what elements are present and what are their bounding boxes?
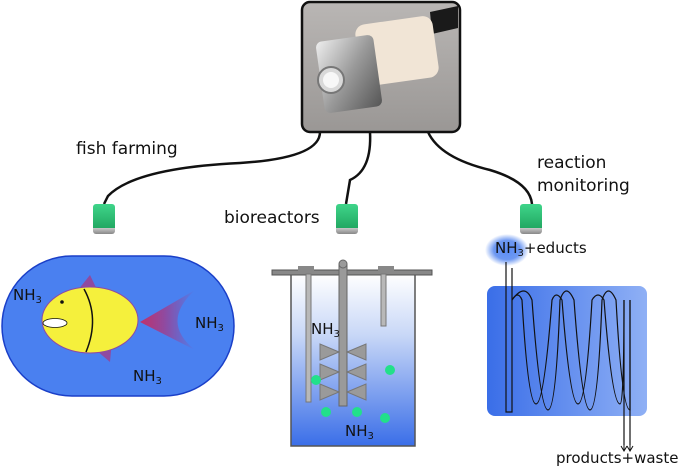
bioreactor-vessel (271, 259, 433, 447)
impeller-blades (319, 343, 367, 401)
sensor-head-reaction (520, 204, 542, 234)
label-nh3-pond-right: NH3 (195, 314, 224, 334)
label-bioreactors: bioreactors (224, 208, 320, 228)
label-educts: +educts (523, 239, 587, 257)
sensor-photo (300, 0, 462, 134)
fish (41, 275, 195, 362)
label-nh3-reactor-top: NH3 (311, 320, 340, 340)
coil-reactor (485, 234, 647, 452)
label-nh3-educts: NH3+educts (495, 239, 587, 259)
sensor-cables (102, 131, 534, 205)
fish-pond (1, 255, 235, 397)
label-nh3-reactor-bottom: NH3 (345, 422, 374, 442)
label-monitoring: monitoring (537, 176, 630, 196)
sensor-head-bioreactor (336, 204, 358, 234)
label-products-waste: products+waste (556, 449, 679, 467)
label-fish-farming: fish farming (76, 139, 178, 159)
bubbles (311, 365, 395, 423)
label-nh3-pond-left: NH3 (13, 286, 42, 306)
sensor-head-fish (93, 204, 115, 234)
coil-tube (505, 262, 631, 445)
label-nh3-pond-bottom: NH3 (133, 367, 162, 387)
label-reaction: reaction (537, 153, 607, 173)
